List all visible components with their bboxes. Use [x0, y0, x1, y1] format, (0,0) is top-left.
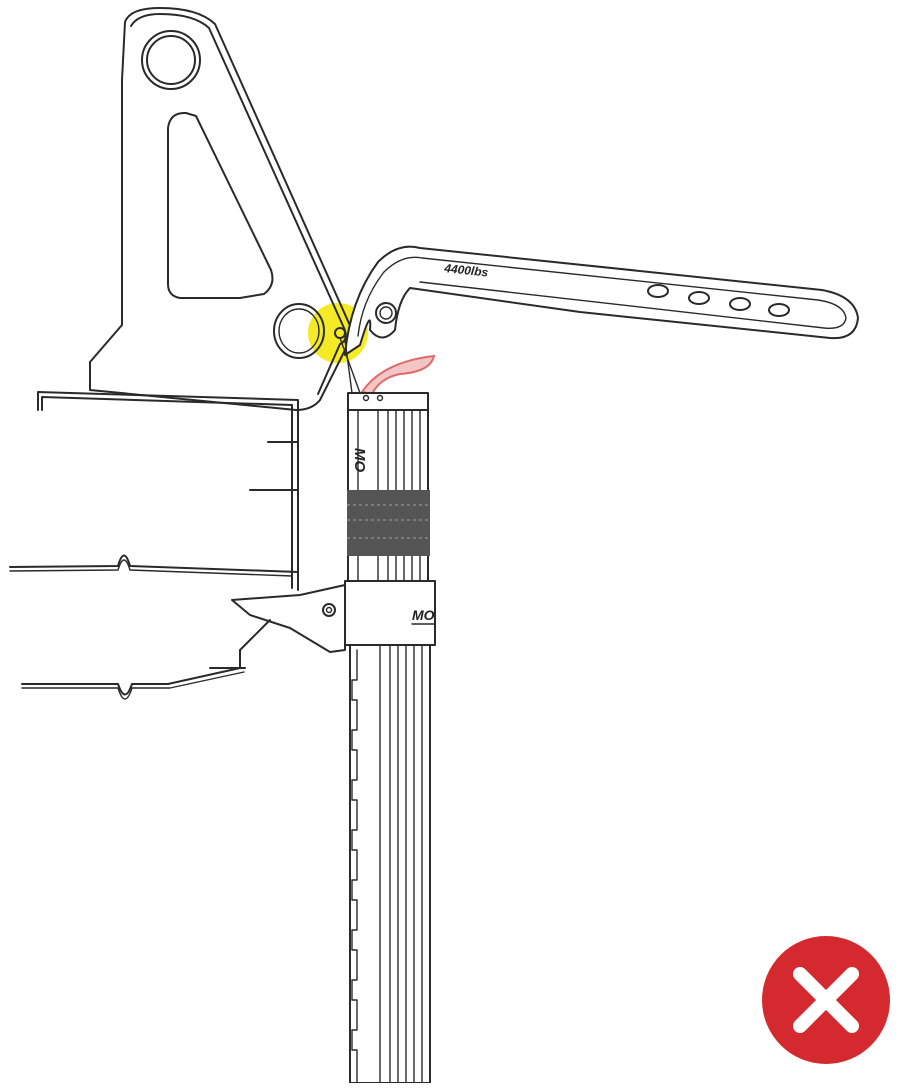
release-tab [360, 354, 436, 396]
clamp-block: MO [344, 580, 436, 646]
vertical-post: MO [347, 392, 431, 1084]
strap-band [347, 490, 430, 556]
slab-flange [37, 391, 299, 591]
status-badge [762, 936, 890, 1064]
lever-rating-label: 4400lbs [443, 261, 490, 280]
deck-plate-upper [9, 554, 299, 577]
close-icon [793, 967, 859, 1033]
post-brand-mark: MO [351, 448, 368, 472]
deck-plate-lower [21, 619, 271, 700]
tension-line [339, 337, 361, 394]
ring-shackle [273, 303, 325, 359]
clamp-brand-mark: MO [412, 607, 435, 623]
clamp-jaw [231, 584, 346, 653]
lever-arm: 4400lbs [344, 245, 859, 356]
